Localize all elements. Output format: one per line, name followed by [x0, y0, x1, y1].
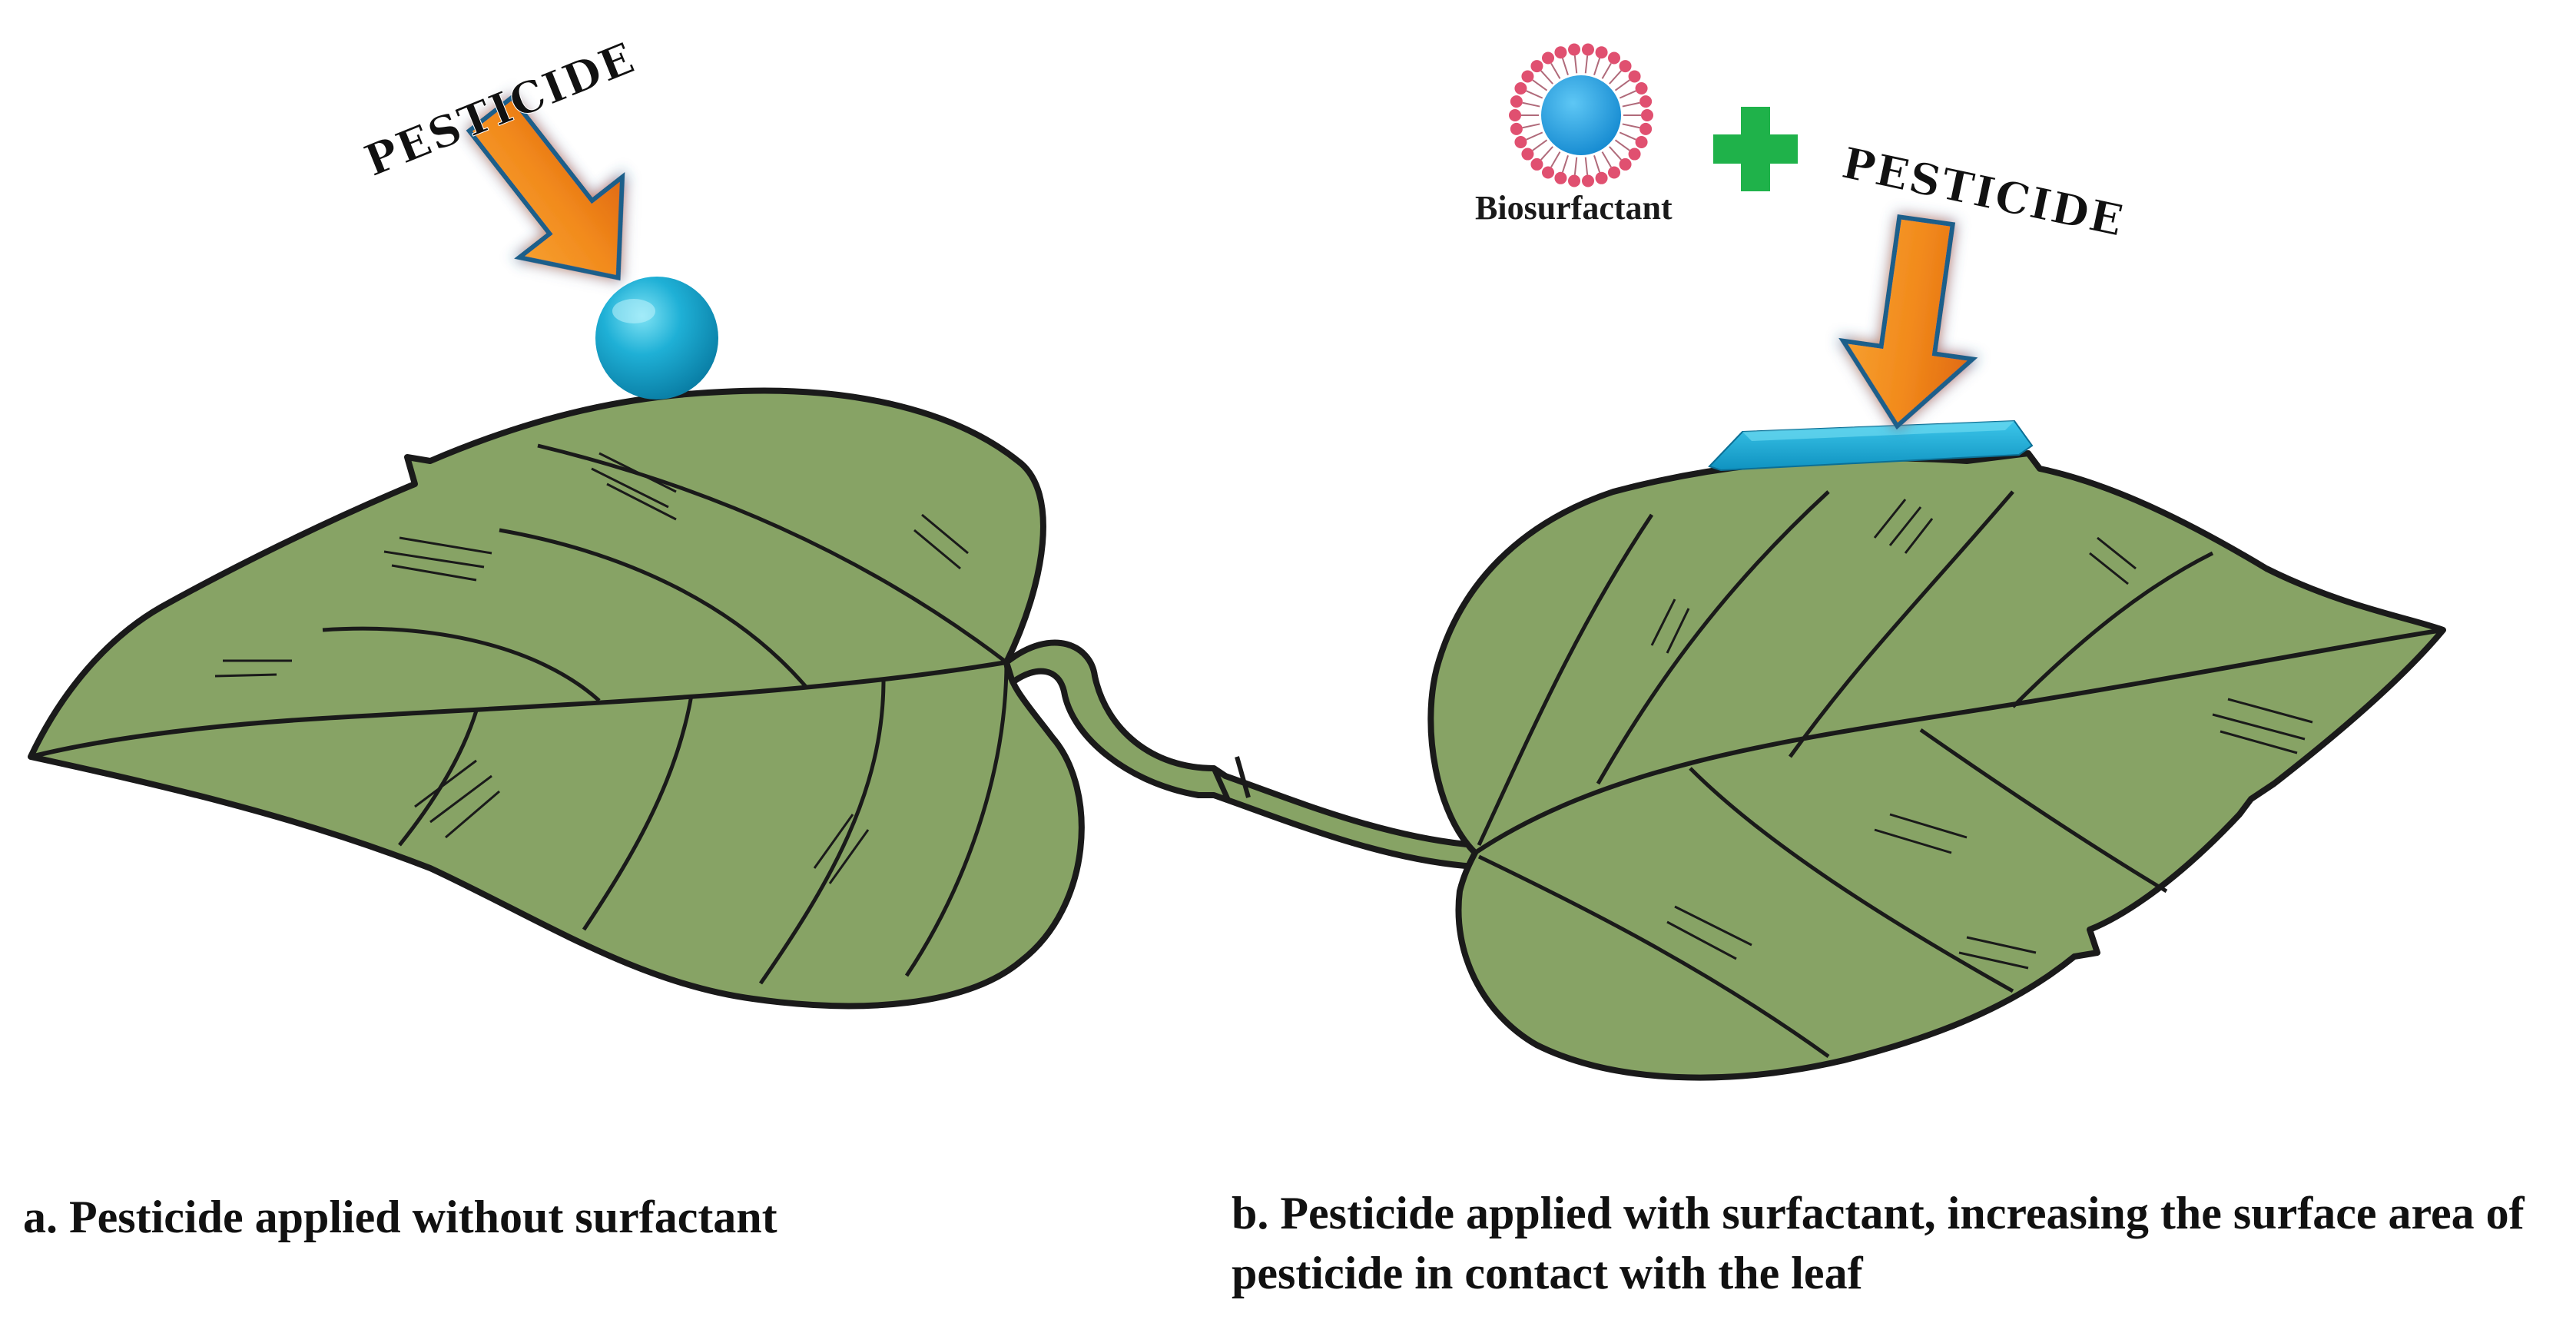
- micelle-head: [1530, 158, 1543, 171]
- micelle-tail: [1601, 151, 1612, 168]
- micelle-head: [1628, 148, 1641, 161]
- micelle-head: [1639, 95, 1653, 108]
- micelle-tail: [1522, 123, 1540, 129]
- micelle-tail: [1573, 157, 1578, 175]
- micelle-head: [1641, 109, 1653, 121]
- micelle-head: [1521, 148, 1534, 161]
- micelle-tail: [1584, 55, 1589, 74]
- micelle-head: [1514, 135, 1527, 148]
- micelle-tail: [1609, 70, 1622, 85]
- micelle-head: [1509, 109, 1521, 121]
- micelle-tail: [1550, 62, 1561, 79]
- leaf-left: [28, 387, 1085, 1010]
- micelle-tail: [1622, 123, 1640, 129]
- leaf-right: [1427, 450, 2446, 1081]
- micelle-tail: [1526, 90, 1543, 99]
- micelle-head: [1619, 158, 1632, 171]
- micelle-head: [1510, 122, 1523, 135]
- arrow-right: [1838, 214, 1978, 430]
- caption-a: a. Pesticide applied without surfactant: [23, 1192, 777, 1242]
- micelle-tail: [1622, 101, 1640, 108]
- micelle-tail: [1609, 146, 1622, 161]
- micelle-head: [1521, 70, 1534, 83]
- micelle-tail: [1573, 55, 1578, 74]
- micelle-tail: [1522, 101, 1540, 108]
- micelle-head: [1568, 174, 1581, 187]
- micelle-head: [1639, 122, 1653, 135]
- micelle-icon: [1509, 43, 1653, 187]
- micelle-head: [1510, 95, 1523, 108]
- micelle-head: [1628, 70, 1641, 83]
- micelle-head: [1619, 60, 1632, 73]
- micelle-tail: [1561, 58, 1569, 76]
- micelle-tail: [1550, 151, 1561, 168]
- micelle-head: [1608, 166, 1620, 179]
- micelle-tail: [1614, 139, 1630, 151]
- biosurfactant-label: Biosurfactant: [1475, 189, 1673, 227]
- micelle-tail: [1540, 70, 1553, 85]
- micelle-tail: [1532, 79, 1548, 91]
- micelle-head: [1635, 135, 1648, 148]
- micelle-tail: [1619, 90, 1636, 99]
- micelle-tail: [1526, 131, 1543, 141]
- micelle-tail: [1593, 58, 1601, 76]
- micelle-tail: [1532, 139, 1548, 151]
- micelle-head: [1554, 46, 1567, 59]
- micelle-tail: [1540, 146, 1553, 161]
- micelle-tail: [1601, 62, 1612, 79]
- micelle-head: [1568, 43, 1581, 56]
- micelle-head: [1581, 43, 1594, 56]
- micelle-head: [1530, 60, 1543, 73]
- micelle-tail: [1584, 157, 1589, 175]
- micelle-tail: [1593, 154, 1601, 173]
- micelle-head: [1635, 82, 1648, 95]
- micelle-tail: [1619, 131, 1636, 141]
- caption-b: b. Pesticide applied with surfactant, in…: [1232, 1188, 2525, 1298]
- micelle-head: [1542, 166, 1554, 179]
- micelle-head: [1595, 171, 1608, 184]
- plus-icon: [1713, 107, 1798, 191]
- pesticide-droplet: [595, 277, 718, 400]
- pesticide-label-b: PESTICIDE: [1838, 138, 2129, 247]
- micelle-tail: [1614, 79, 1630, 91]
- micelle-tail: [1561, 154, 1569, 173]
- micelle-head: [1554, 171, 1567, 184]
- micelle-head: [1514, 82, 1527, 95]
- arrow-left: [466, 94, 625, 281]
- micelle-head: [1581, 174, 1594, 187]
- micelle-head: [1542, 51, 1554, 65]
- micelle-head: [1595, 46, 1608, 59]
- micelle-head: [1608, 51, 1620, 65]
